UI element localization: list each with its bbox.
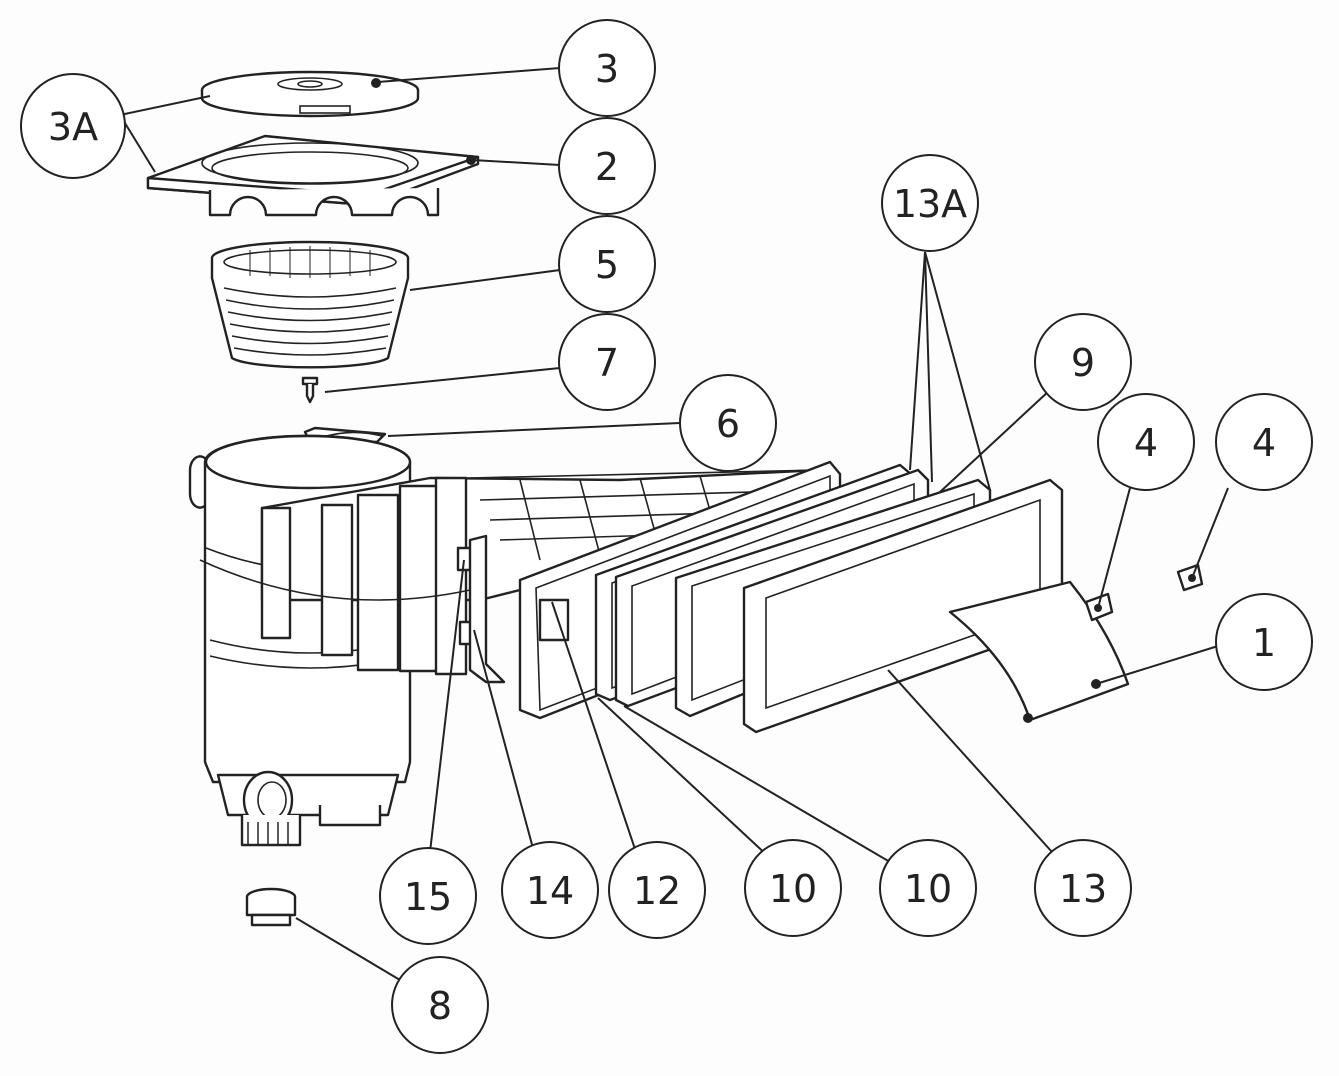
callout-label: 3 <box>595 47 619 91</box>
callout-label: 10 <box>904 867 952 911</box>
callout-15: 15 <box>379 847 477 945</box>
callout-4-right: 4 <box>1215 393 1313 491</box>
callout-label: 6 <box>716 402 740 446</box>
callout-12: 12 <box>608 841 706 939</box>
callout-4-left: 4 <box>1097 393 1195 491</box>
callout-10-left: 10 <box>744 839 842 937</box>
part-collar <box>146 134 480 217</box>
part-plug <box>245 887 297 927</box>
callout-label: 2 <box>595 145 619 189</box>
callout-label: 12 <box>633 869 681 913</box>
callout-13: 13 <box>1034 839 1132 937</box>
part-pin <box>301 376 319 404</box>
callout-8: 8 <box>391 956 489 1054</box>
callout-label: 8 <box>428 984 452 1028</box>
callout-label: 7 <box>595 341 619 385</box>
callout-label: 14 <box>526 869 574 913</box>
callout-label: 9 <box>1071 341 1095 385</box>
callout-10-right: 10 <box>879 839 977 937</box>
leader-lines <box>119 67 1229 987</box>
part-basket <box>210 240 410 369</box>
part-weir <box>948 580 1130 723</box>
part-clip-b <box>1176 563 1204 592</box>
callout-5: 5 <box>558 215 656 313</box>
callout-label: 4 <box>1134 421 1158 465</box>
callout-label: 4 <box>1252 421 1276 465</box>
callout-label: 10 <box>769 867 817 911</box>
callout-label: 1 <box>1252 621 1276 665</box>
callout-3A: 3A <box>20 73 126 179</box>
callout-label: 3A <box>48 105 98 149</box>
callout-7: 7 <box>558 313 656 411</box>
callout-14: 14 <box>501 841 599 939</box>
callout-9: 9 <box>1034 313 1132 411</box>
callout-2: 2 <box>558 117 656 215</box>
callout-3: 3 <box>558 19 656 117</box>
callout-6: 6 <box>679 374 777 472</box>
callout-label: 13 <box>1059 867 1107 911</box>
callout-label: 15 <box>404 875 452 919</box>
callout-label: 5 <box>595 243 619 287</box>
callout-13A: 13A <box>881 154 979 252</box>
callout-label: 13A <box>893 182 967 226</box>
callout-1: 1 <box>1215 593 1313 691</box>
part-lid <box>200 70 420 118</box>
